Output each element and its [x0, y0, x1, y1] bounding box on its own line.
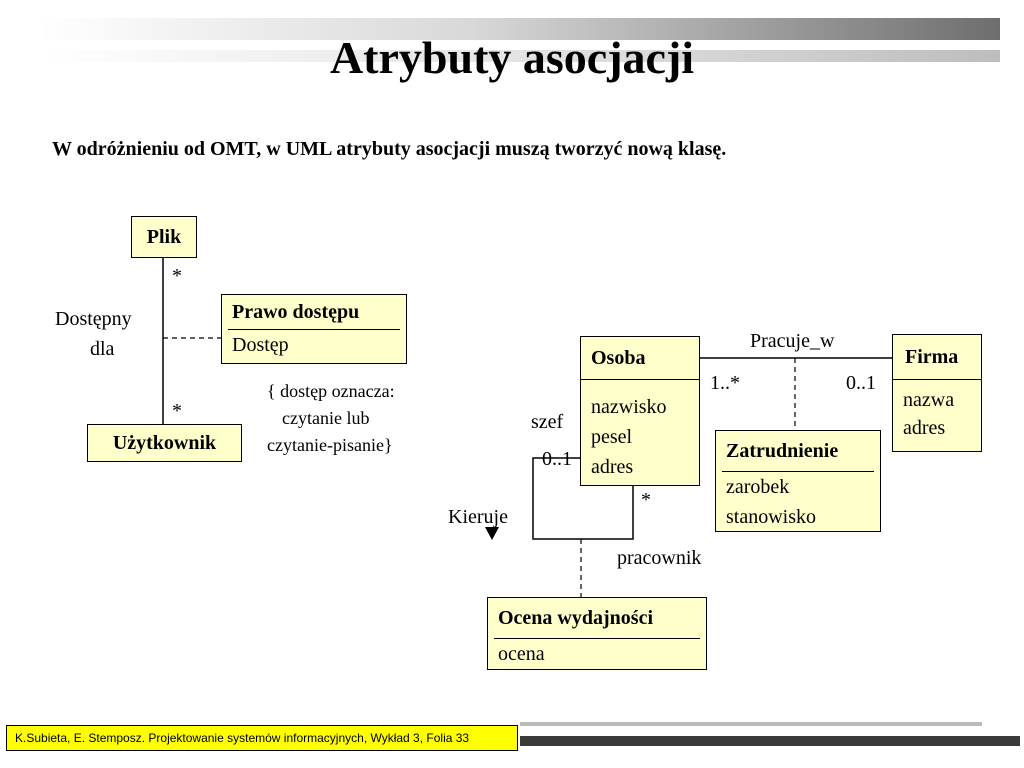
class-plik-name: Plik: [146, 226, 182, 248]
class-zatrudnienie-name: Zatrudnienie: [726, 440, 839, 462]
role-label: pracownik: [617, 547, 702, 569]
class-zatrudnienie-attr: zarobek: [726, 476, 790, 498]
class-firma-name: Firma: [905, 346, 959, 368]
class-firma: Firma nazwa adres: [892, 334, 982, 452]
multiplicity-label: *: [172, 400, 182, 422]
class-plik: Plik: [131, 216, 197, 258]
direction-arrow-icon: [485, 527, 499, 540]
multiplicity-label: 1..*: [710, 372, 740, 394]
multiplicity-label: 0..1: [846, 372, 876, 394]
class-ocena-wydajnosci-name: Ocena wydajności: [498, 607, 653, 629]
slide-subtitle: W odróżnieniu od OMT, w UML atrybuty aso…: [52, 138, 727, 160]
footer-citation: K.Subieta, E. Stemposz. Projektowanie sy…: [6, 725, 518, 751]
association-name-label: dla: [90, 338, 115, 360]
multiplicity-label: *: [641, 489, 651, 511]
constraint-note: czytanie-pisanie}: [267, 435, 393, 455]
class-zatrudnienie-attr: stanowisko: [726, 506, 816, 528]
association-name-label: Kieruje: [448, 506, 508, 528]
class-prawo-dostepu-attr: Dostęp: [232, 334, 289, 356]
constraint-note: czytanie lub: [282, 408, 370, 428]
class-osoba-attr: nazwisko: [591, 396, 667, 418]
class-ocena-wydajnosci: Ocena wydajności ocena: [487, 597, 707, 670]
multiplicity-label: *: [172, 265, 182, 287]
class-firma-attr: nazwa: [903, 389, 955, 411]
association-name-label: Dostępny: [55, 308, 132, 330]
class-prawo-dostepu: Prawo dostępu Dostęp: [221, 294, 407, 364]
constraint-note: { dostęp oznacza:: [267, 381, 395, 401]
class-uzytkownik: Użytkownik: [87, 424, 242, 462]
class-ocena-wydajnosci-attr: ocena: [498, 643, 545, 665]
class-osoba-attr: adres: [591, 456, 634, 478]
association-name-label: Pracuje_w: [750, 330, 835, 352]
class-osoba-attr: pesel: [591, 426, 633, 448]
class-zatrudnienie: Zatrudnienie zarobek stanowisko: [715, 430, 881, 532]
header-gradient-bar: [40, 18, 1000, 40]
header-gradient-bar-lower: [40, 50, 1000, 62]
multiplicity-label: 0..1: [542, 448, 572, 470]
class-uzytkownik-name: Użytkownik: [112, 432, 217, 454]
class-prawo-dostepu-name: Prawo dostępu: [232, 301, 360, 323]
slide-title: Atrybuty asocjacji: [329, 32, 695, 83]
class-firma-attr: adres: [903, 417, 946, 439]
role-label: szef: [531, 411, 564, 433]
class-osoba-name: Osoba: [591, 347, 646, 369]
class-osoba: Osoba nazwisko pesel adres: [580, 336, 700, 486]
